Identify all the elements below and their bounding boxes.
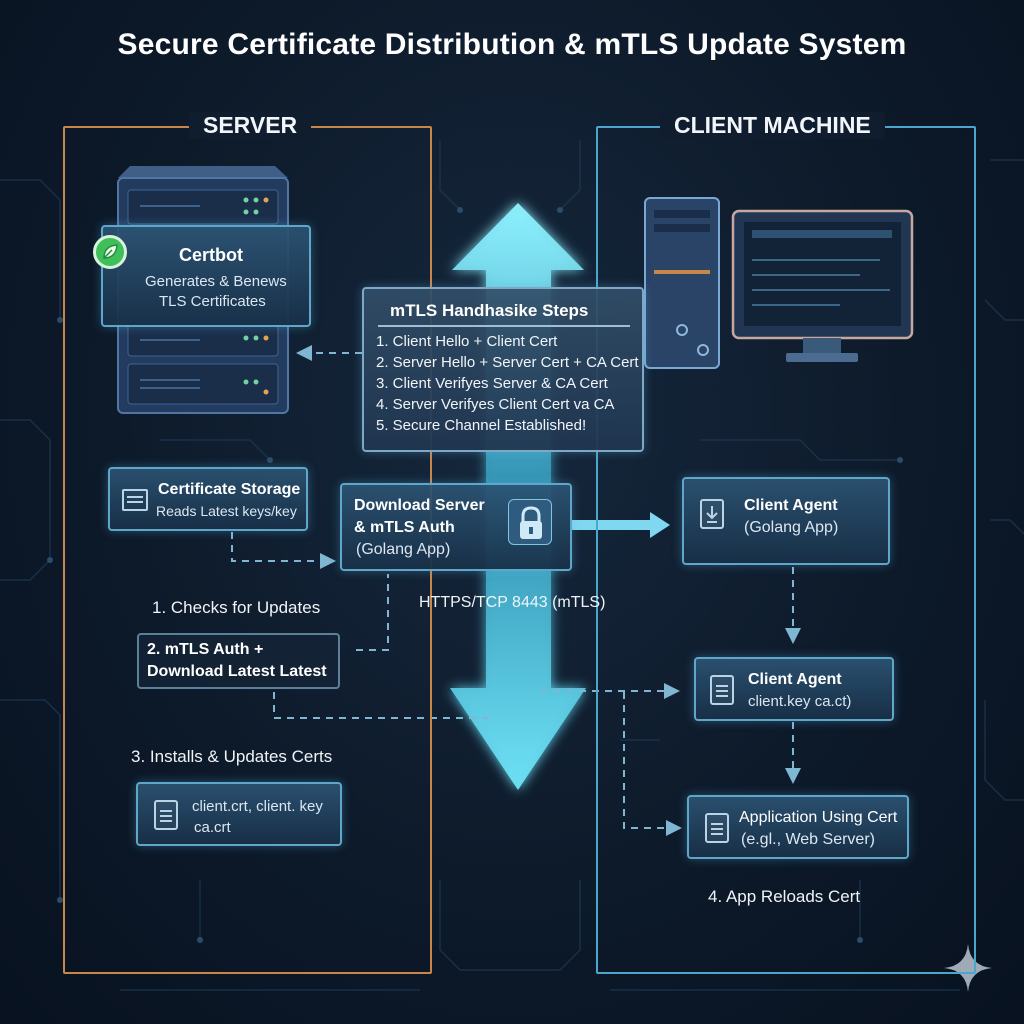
sparkle-icon bbox=[944, 944, 992, 992]
download-server-line1: Download Server bbox=[354, 497, 485, 514]
handshake-step-list: 1. Client Hello + Client Cert 2. Server … bbox=[376, 331, 639, 436]
storage-title: Certificate Storage bbox=[158, 481, 301, 498]
storage-icon bbox=[122, 489, 148, 511]
lock-icon bbox=[508, 499, 552, 545]
certificate-storage-box: Certificate Storage Reads Latest keys/ke… bbox=[108, 467, 308, 531]
client-tower-icon bbox=[644, 197, 720, 369]
download-file-icon bbox=[700, 499, 724, 529]
document-icon bbox=[705, 813, 729, 843]
arrow-download-to-agent bbox=[572, 512, 670, 538]
connector-step2-to-download bbox=[356, 574, 389, 651]
handshake-step: 1. Client Hello + Client Cert bbox=[376, 333, 558, 350]
client-agent-title: Client Agent bbox=[744, 497, 838, 514]
step-mtls-download-box: 2. mTLS Auth + Download Latest Latest bbox=[137, 633, 340, 689]
server-label: SERVER bbox=[189, 112, 312, 139]
cert-files-box: client.crt, client. key ca.crt bbox=[136, 782, 342, 846]
download-server-line2: & mTLS Auth bbox=[354, 519, 455, 536]
client-agent-files-title: Client Agent bbox=[748, 671, 842, 688]
circuit-background bbox=[0, 140, 1024, 991]
handshake-steps-box: mTLS Handhasike Steps 1. Client Hello + … bbox=[362, 287, 644, 452]
client-agent-files-box: Client Agent client.key ca.ct) bbox=[694, 657, 894, 721]
connector-step-to-client bbox=[273, 692, 495, 719]
connector-to-app bbox=[623, 692, 682, 836]
client-agent-box: Client Agent (Golang App) bbox=[682, 477, 890, 565]
certbot-line1: Generates & Benews bbox=[145, 273, 287, 290]
protocol-label: HTTPS/TCP 8443 (mTLS) bbox=[419, 594, 606, 611]
download-server-line3: (Golang App) bbox=[356, 541, 451, 558]
handshake-title-underline bbox=[378, 325, 630, 327]
cert-files-line2: ca.crt bbox=[194, 819, 231, 836]
cert-file-icon bbox=[154, 800, 178, 830]
file-icon bbox=[710, 675, 734, 705]
application-box: Application Using Cert (e.gl., Web Serve… bbox=[687, 795, 909, 859]
step-installs-updates: 3. Installs & Updates Certs bbox=[131, 747, 333, 766]
client-label: CLIENT MACHINE bbox=[660, 112, 885, 139]
handshake-title: mTLS Handhasike Steps bbox=[390, 301, 589, 320]
step-checks-updates: 1. Checks for Updates bbox=[152, 598, 321, 617]
page-title: Secure Certificate Distribution & mTLS U… bbox=[117, 28, 907, 61]
application-title: Application Using Cert bbox=[739, 809, 898, 826]
certbot-title: Certbot bbox=[179, 245, 243, 265]
connector-storage-to-download bbox=[231, 532, 336, 569]
certbot-line2: TLS Certificates bbox=[159, 293, 266, 310]
storage-subtitle: Reads Latest keys/key bbox=[156, 503, 297, 519]
client-monitor-icon bbox=[731, 209, 914, 362]
handshake-step: 5. Secure Channel Established! bbox=[376, 417, 587, 434]
handshake-step: 2. Server Hello + Server Cert + CA Cert bbox=[376, 354, 639, 371]
certbot-box: Certbot Generates & Benews TLS Certifica… bbox=[101, 225, 311, 327]
download-server-box: Download Server & mTLS Auth (Golang App) bbox=[340, 483, 572, 571]
cert-files-line1: client.crt, client. key bbox=[192, 798, 323, 815]
certbot-leaf-icon bbox=[93, 235, 127, 269]
handshake-step: 3. Client Verifyes Server & CA Cert bbox=[376, 375, 608, 392]
client-agent-subtitle: (Golang App) bbox=[744, 519, 839, 536]
client-panel: CLIENT MACHINE bbox=[596, 112, 976, 974]
application-subtitle: (e.gl., Web Server) bbox=[741, 831, 875, 848]
step2-line2: Download Latest Latest bbox=[147, 663, 327, 680]
client-agent-files-subtitle: client.key ca.ct) bbox=[748, 693, 852, 710]
handshake-step: 4. Server Verifyes Client Cert va CA bbox=[376, 396, 615, 413]
step-app-reloads: 4. App Reloads Cert bbox=[708, 887, 861, 906]
step2-line1: 2. mTLS Auth + bbox=[147, 641, 264, 658]
